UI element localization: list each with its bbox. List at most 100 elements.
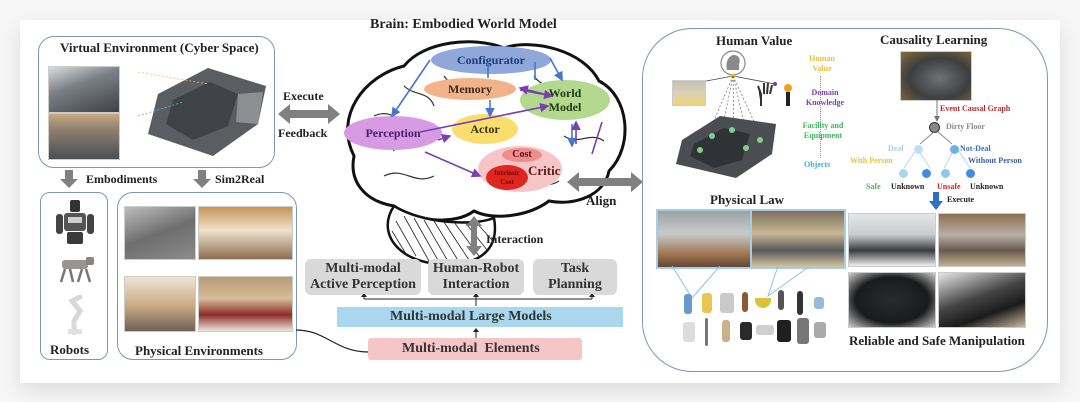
- actor-label: Actor: [470, 122, 500, 136]
- execute-label: Execute: [283, 89, 324, 103]
- execute-feedback-arrow: [278, 104, 340, 129]
- robot-arm-icon: [58, 294, 92, 340]
- not-deal-label: Not-Deal: [960, 144, 991, 153]
- object-cup: [683, 322, 695, 342]
- memory-node: Memory: [424, 78, 516, 100]
- causal-graph-arrow: [933, 100, 941, 127]
- object-coffee-machine: [740, 322, 752, 340]
- hierarchy-human-value: Human Value: [809, 54, 835, 73]
- world-model-node: World Model: [520, 80, 610, 120]
- execute-down-arrow: [929, 192, 943, 215]
- robots-panel: [40, 192, 108, 360]
- configurator-label: Configurator: [457, 53, 525, 67]
- with-person-label: With Person: [850, 156, 893, 165]
- interaction-arrow: [466, 216, 482, 261]
- hierarchy-line: [820, 76, 821, 158]
- dirty-floor-label: Dirty Floor: [946, 122, 985, 131]
- object-case: [777, 320, 791, 342]
- robot-hand-icon: [755, 80, 795, 113]
- unsafe-node: [941, 169, 950, 178]
- object-jar: [702, 293, 712, 313]
- dirty-floor-node: [929, 122, 940, 133]
- virtual-environment-panel: [38, 36, 275, 168]
- physical-law-photo-1: [656, 209, 752, 269]
- object-tray: [756, 325, 774, 335]
- capability-3-line1: Task: [560, 261, 590, 276]
- physical-environments-panel: [117, 192, 297, 360]
- align-arrow: [567, 172, 643, 197]
- hierarchy-objects: Objects: [804, 160, 831, 169]
- intrinsic-cost-node: Intrinsic Cost: [486, 165, 528, 190]
- object-spoon: [705, 318, 708, 346]
- capability-2-line2: Interaction: [442, 277, 510, 292]
- brain-module-arrows: [330, 36, 630, 211]
- align-label: Align: [586, 193, 617, 208]
- hierarchy-facility-equipment: Facility and Equipment: [802, 121, 844, 140]
- capability-3-line2: Planning: [548, 277, 602, 292]
- capability-1-line1: Multi-modal: [325, 261, 401, 276]
- virtual-scene-photo-2: [48, 113, 120, 160]
- safe-node: [899, 169, 908, 178]
- capability-human-robot-interaction: Human-Robot Interaction: [428, 259, 524, 295]
- physical-env-photo-4: [198, 276, 293, 332]
- object-toy: [814, 297, 824, 309]
- capability-connectors: [360, 293, 600, 319]
- object-remote: [797, 291, 803, 315]
- quadruped-robot-icon: [56, 254, 96, 291]
- manipulation-photo-cloth: [848, 272, 936, 328]
- virtual-environment-title: Virtual Environment (Cyber Space): [60, 40, 259, 55]
- causality-learning-title: Causality Learning: [880, 32, 988, 47]
- object-rack: [720, 293, 734, 313]
- human-value-title: Human Value: [716, 33, 793, 48]
- object-glass: [722, 320, 730, 342]
- sim2real-label: Sim2Real: [215, 172, 265, 186]
- kitchen-sink-photo: [672, 80, 706, 106]
- physical-env-photo-3: [124, 276, 196, 332]
- perception-node: Perception: [344, 116, 442, 150]
- embodiments-label: Embodiments: [86, 172, 158, 186]
- critic-label: Critic: [528, 163, 561, 178]
- physical-law-title: Physical Law: [710, 192, 785, 207]
- large-models-bar: [337, 307, 623, 327]
- manipulation-photo-kitchen: [848, 213, 936, 267]
- causality-execute-label: Execute: [947, 195, 975, 204]
- object-wheelchair: [814, 322, 826, 338]
- object-can: [684, 294, 692, 314]
- deal-node: [914, 145, 923, 154]
- virtual-floorplan-3d: [137, 64, 268, 160]
- object-brush: [778, 290, 784, 310]
- memory-label: Memory: [448, 82, 492, 96]
- manipulation-photo-cooking: [938, 272, 1026, 328]
- physical-environments-title: Physical Environments: [135, 343, 263, 358]
- manipulation-title: Reliable and Safe Manipulation: [849, 333, 1025, 348]
- hierarchy-domain-knowledge: Domain Knowledge: [805, 88, 845, 107]
- physical-env-photo-2: [198, 206, 293, 260]
- physical-env-photo-1: [124, 206, 196, 260]
- world-model-label-1: World: [548, 86, 582, 100]
- human-head-icon: [720, 50, 746, 81]
- interaction-label: Interaction: [486, 232, 544, 246]
- outcome-unsafe: Unsafe: [937, 182, 961, 191]
- capability-task-planning: Task Planning: [533, 259, 617, 295]
- perception-label: Perception: [365, 126, 421, 140]
- intrinsic-cost-label-1: Intrinsic: [494, 168, 520, 177]
- intrinsic-cost-label-2: Cost: [500, 177, 514, 186]
- outcome-unknown-2: Unknown: [970, 182, 1004, 191]
- deal-label: Deal: [888, 144, 904, 153]
- virtual-scene-photo-1: [48, 66, 120, 113]
- brain-title: Brain: Embodied World Model: [370, 17, 557, 32]
- event-causal-graph-label: Event Causal Graph: [940, 104, 1011, 113]
- humanoid-robot-icon: [54, 200, 96, 251]
- without-person-label: Without Person: [968, 156, 1022, 165]
- unknown-node-1: [922, 169, 931, 178]
- sim2real-arrow: [193, 170, 211, 193]
- not-deal-node: [950, 145, 959, 154]
- cost-label: Cost: [512, 149, 532, 160]
- capability-1-line2: Active Perception: [310, 277, 416, 292]
- unknown-node-2: [966, 169, 975, 178]
- cost-node: Cost: [502, 148, 542, 162]
- object-bottle: [742, 292, 748, 312]
- scene-floorplan-3d: [672, 110, 780, 180]
- configurator-node: Configurator: [431, 46, 551, 74]
- physical-law-photo-2: [750, 209, 846, 269]
